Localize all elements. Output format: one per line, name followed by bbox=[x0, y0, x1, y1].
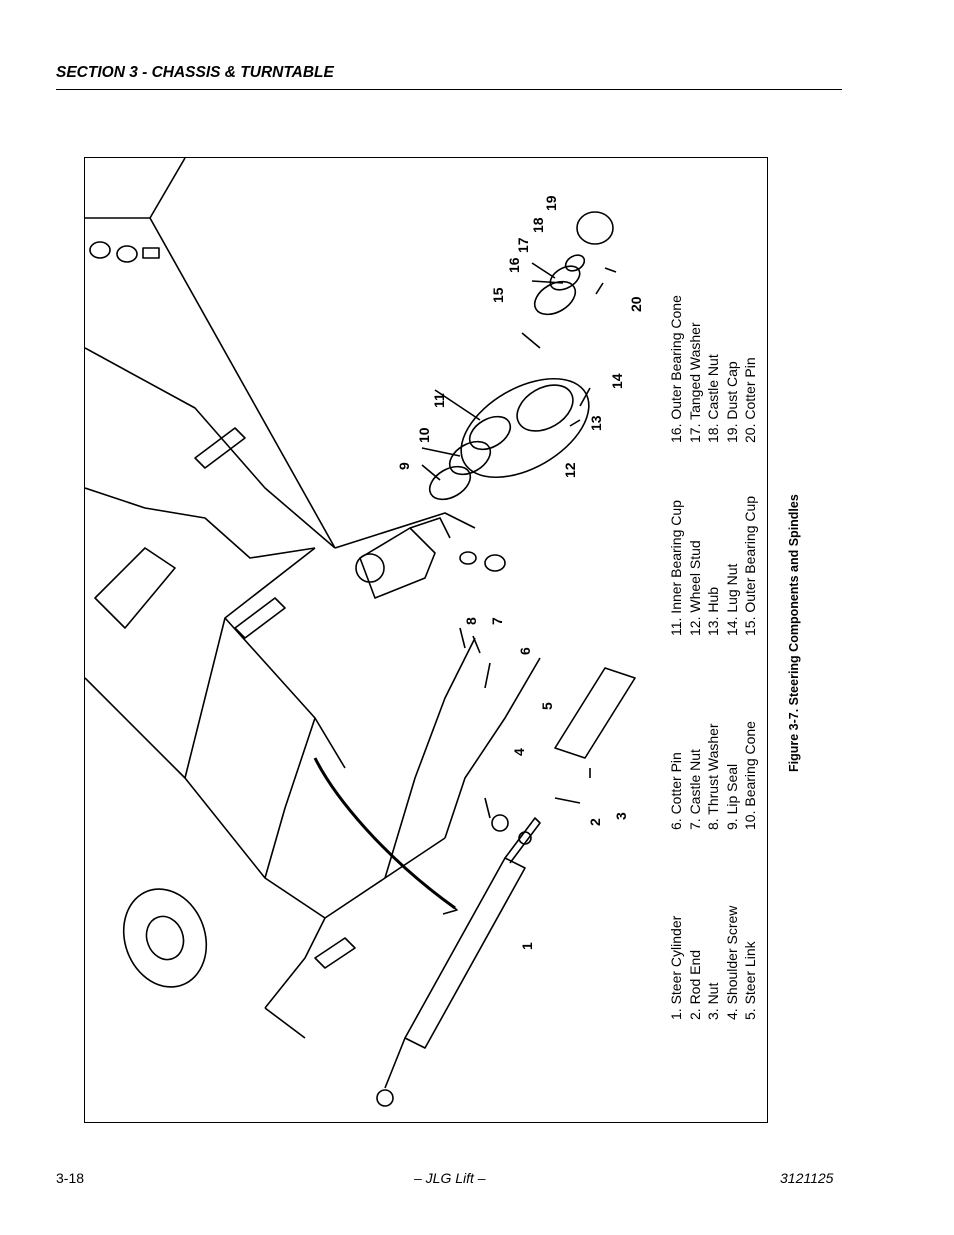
legend-item: 16. Outer Bearing Cone bbox=[668, 295, 684, 443]
callout-10: 10 bbox=[416, 427, 432, 443]
callout-7: 7 bbox=[489, 617, 505, 625]
callout-6: 6 bbox=[517, 647, 533, 655]
callout-1: 1 bbox=[519, 942, 535, 950]
legend-item: 12. Wheel Stud bbox=[686, 540, 703, 636]
legend-item: 11. Inner Bearing Cup bbox=[668, 500, 684, 636]
callout-17: 17 bbox=[515, 237, 531, 253]
legend-column-4: 16. Outer Bearing Cone 17. Tanged Washer… bbox=[667, 295, 760, 443]
legend-item: 10. Bearing Cone bbox=[742, 721, 758, 830]
section-title: SECTION 3 - CHASSIS & TURNTABLE bbox=[56, 64, 334, 81]
callout-11: 11 bbox=[431, 393, 447, 408]
legend-column-1: 1. Steer Cylinder 2. Rod End 3. Nut 4. S… bbox=[667, 906, 760, 1020]
callout-16: 16 bbox=[506, 257, 522, 273]
legend-item: 20. Cotter Pin bbox=[742, 357, 758, 443]
callout-19: 19 bbox=[543, 195, 559, 211]
legend-item: 19. Dust Cap bbox=[723, 361, 740, 443]
legend-item: 17. Tanged Washer bbox=[686, 322, 703, 443]
legend-item: 7. Castle Nut bbox=[686, 749, 703, 830]
callout-20: 20 bbox=[628, 296, 644, 312]
callout-14: 14 bbox=[609, 373, 625, 389]
figure-frame: 1 2 3 4 5 6 7 8 9 10 11 12 13 14 15 16 1… bbox=[84, 157, 768, 1123]
publisher-label: – JLG Lift – bbox=[414, 1170, 486, 1186]
legend-item: 9. Lip Seal bbox=[723, 763, 740, 830]
header-divider bbox=[56, 89, 842, 90]
legend-item: 18. Castle Nut bbox=[705, 354, 721, 443]
callout-18: 18 bbox=[530, 217, 546, 233]
callout-9: 9 bbox=[396, 462, 412, 470]
legend-item: 8. Thrust Washer bbox=[705, 723, 721, 830]
callout-5: 5 bbox=[539, 702, 555, 710]
legend-item: 2. Rod End bbox=[686, 949, 703, 1020]
legend-item: 13. Hub bbox=[705, 586, 721, 636]
legend-column-2: 6. Cotter Pin 7. Castle Nut 8. Thrust Wa… bbox=[667, 721, 760, 830]
figure-caption: Figure 3-7. Steering Components and Spin… bbox=[787, 494, 801, 772]
callout-4: 4 bbox=[511, 748, 527, 756]
callout-3: 3 bbox=[613, 812, 629, 820]
callout-13: 13 bbox=[588, 415, 604, 431]
legend-item: 6. Cotter Pin bbox=[668, 752, 684, 830]
legend-item: 3. Nut bbox=[705, 982, 721, 1020]
callout-15: 15 bbox=[490, 287, 506, 303]
steering-diagram-illustration bbox=[85, 158, 636, 1107]
legend-column-3: 11. Inner Bearing Cup 12. Wheel Stud 13.… bbox=[667, 496, 760, 636]
document-number: 3121125 bbox=[780, 1170, 834, 1186]
legend-item: 1. Steer Cylinder bbox=[668, 915, 684, 1020]
legend-item: 14. Lug Nut bbox=[723, 563, 740, 636]
page-number: 3-18 bbox=[56, 1170, 85, 1186]
callout-8: 8 bbox=[463, 617, 479, 625]
callout-2: 2 bbox=[587, 818, 603, 826]
callout-12: 12 bbox=[562, 462, 578, 478]
legend-item: 15. Outer Bearing Cup bbox=[742, 495, 758, 636]
legend-item: 5. Steer Link bbox=[742, 941, 758, 1020]
legend-item: 4. Shoulder Screw bbox=[723, 905, 740, 1020]
